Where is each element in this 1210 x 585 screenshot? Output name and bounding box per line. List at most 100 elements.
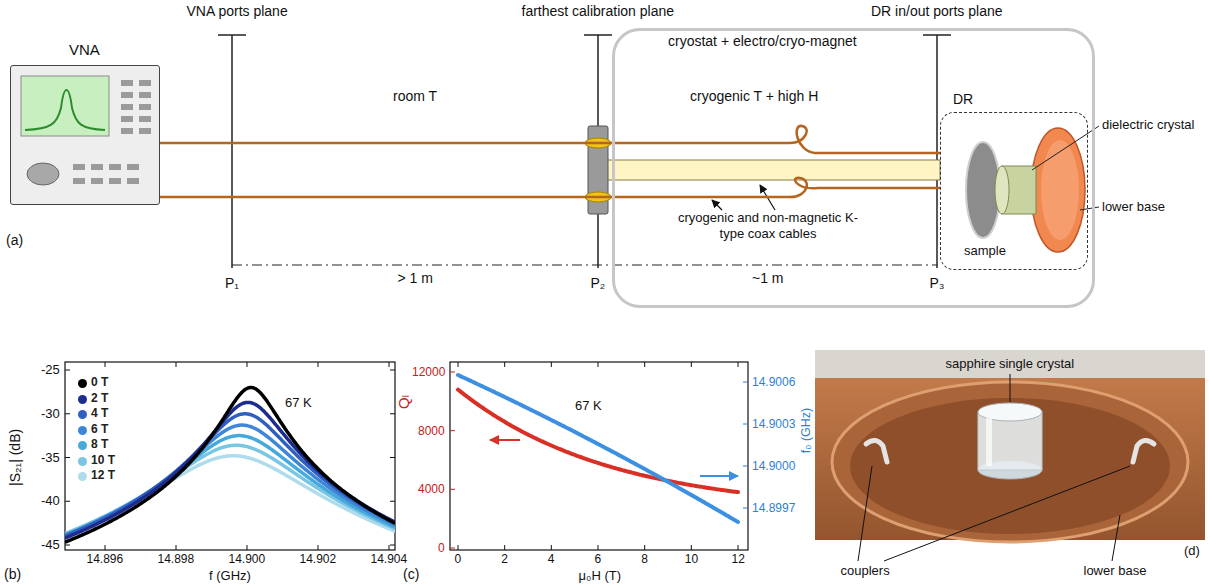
distance-label: > 1 m: [398, 270, 433, 287]
axis-tick: [390, 545, 395, 546]
plane-label: DR in/out ports plane: [871, 3, 1003, 20]
region-title: cryostat + electro/cryo-magnet: [668, 33, 857, 50]
axis-tick: [743, 424, 748, 425]
frequency-curve: [458, 375, 738, 522]
axis-tick: [450, 548, 455, 549]
resonance-curves: [66, 388, 394, 542]
instrument-box: VNA: [10, 65, 160, 205]
button: [109, 178, 121, 184]
region-note: cryogenic T + high H: [690, 88, 818, 105]
plane-label: farthest calibration plane: [522, 3, 675, 20]
axis-tick: [247, 545, 248, 550]
axis-title: f (GHz): [209, 568, 251, 584]
photo-label: couplers: [841, 563, 890, 579]
inner-cable: [606, 160, 940, 180]
plot-frame: [65, 362, 395, 550]
axis-tick: [450, 371, 455, 372]
button: [127, 178, 139, 184]
vna-buttons: [73, 80, 151, 184]
plane-cap: [923, 34, 951, 36]
plane-name: P₃: [930, 275, 945, 292]
legend-label: 6 T: [91, 422, 108, 436]
axis-tick: [65, 501, 70, 502]
legend-label: 0 T: [91, 375, 108, 389]
axis-tick: [743, 382, 748, 383]
plane-cap: [584, 34, 612, 36]
callout-arrow: [712, 200, 722, 210]
axis-tick: [65, 457, 70, 458]
axis-tick: [65, 413, 70, 414]
axis-tick: [176, 545, 177, 550]
quality-factor-curve: [458, 390, 738, 493]
button: [73, 164, 85, 170]
reference-planes: [218, 35, 951, 268]
lower-base-disk: [1031, 128, 1085, 252]
axis-title: |S₂₁| (dB): [7, 428, 24, 485]
photo-label: lower base: [1084, 563, 1147, 579]
axis-tick: [176, 362, 177, 367]
cable-connector: [585, 126, 611, 214]
button: [121, 116, 133, 122]
tick-label: -25: [41, 362, 60, 378]
axis-tick: [743, 466, 748, 467]
legend-label: 12 T: [91, 468, 115, 482]
tick-label: -30: [41, 406, 60, 422]
vna-front-panel: [11, 66, 158, 203]
lower-base-face: [1041, 140, 1079, 240]
button: [121, 128, 133, 134]
recess-rim: [832, 382, 1188, 542]
temperature-label: 67 K: [285, 395, 312, 411]
axis-tick: [318, 545, 319, 550]
axis-tick: [551, 545, 552, 550]
axis-tick: [318, 362, 319, 367]
button: [91, 164, 103, 170]
button: [139, 116, 151, 122]
vna-screen: [21, 76, 109, 136]
plane-cap: [218, 34, 246, 36]
tick-label: 2: [501, 552, 508, 566]
distance-axis: [232, 264, 937, 265]
plane-line: [936, 35, 938, 268]
axis-tick: [743, 508, 748, 509]
tick-label: 12: [732, 552, 745, 566]
leader-line: [1010, 374, 1011, 402]
tick-label: 8000: [418, 424, 445, 438]
tick-label: 14.904: [371, 552, 408, 566]
button: [139, 80, 151, 86]
button: [139, 128, 151, 134]
tick-label: 4: [548, 552, 555, 566]
tick-label: 14.9003: [752, 417, 795, 431]
tick-label: 14.902: [300, 552, 337, 566]
plane-name: P₁: [225, 275, 239, 292]
axis-tick: [105, 362, 106, 367]
axis-tick: [738, 545, 739, 550]
axis-tick: [389, 545, 390, 550]
panel-letter: (a): [6, 232, 23, 249]
zone-label: room T: [393, 88, 437, 105]
leader-line: [858, 466, 872, 561]
plane-name: P₂: [591, 275, 606, 292]
callout-label: cryogenic and non-magnetic K-type coax c…: [678, 210, 858, 241]
tick-label: -35: [41, 450, 60, 466]
tick-label: 14.9006: [752, 375, 795, 389]
photo-label: sapphire single crystal: [946, 356, 1075, 372]
tick-label: -40: [41, 493, 60, 509]
axis-tick: [691, 545, 692, 550]
axis-tick: [390, 457, 395, 458]
axis-tick: [65, 545, 70, 546]
axis-tick: [738, 362, 739, 367]
leader-line: [884, 466, 1130, 561]
tick-label: 14.896: [87, 552, 124, 566]
resonator-name: DR: [953, 91, 973, 108]
button: [121, 92, 133, 98]
button: [139, 92, 151, 98]
axis-tick: [390, 370, 395, 371]
transmission-curve: [66, 388, 394, 542]
legend-label: 2 T: [91, 391, 108, 405]
axis-tick: [105, 545, 106, 550]
axis-tick: [551, 362, 552, 367]
cable-line: [160, 126, 940, 153]
instrument-name: VNA: [69, 41, 100, 59]
